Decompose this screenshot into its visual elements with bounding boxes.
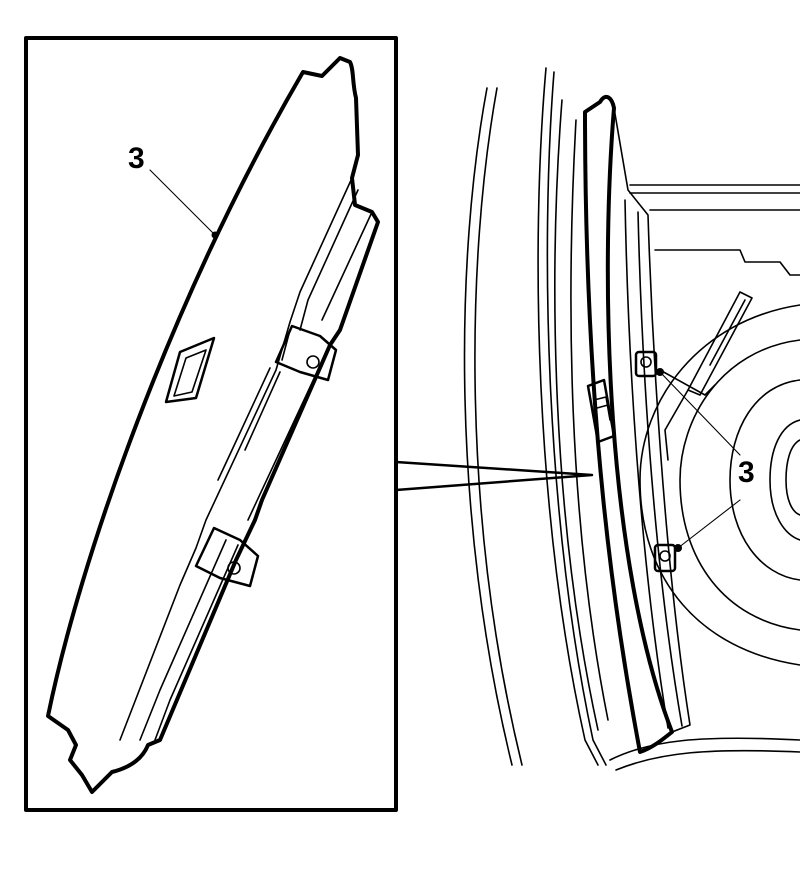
parcel-shelf-handle <box>164 336 216 404</box>
detail-leader-line <box>149 169 216 236</box>
detail-callout-label: 3 <box>128 142 145 175</box>
detail-frame <box>24 36 398 812</box>
zoom-pointer <box>394 460 594 492</box>
parcel-shelf-outline <box>46 56 380 794</box>
leader-line-upper <box>659 371 741 456</box>
vehicle-callout-label: 3 <box>738 456 755 489</box>
vehicle-rear-view: 3 <box>463 67 800 771</box>
leader-line-lower <box>677 499 741 549</box>
detail-view: 3 <box>24 36 398 812</box>
